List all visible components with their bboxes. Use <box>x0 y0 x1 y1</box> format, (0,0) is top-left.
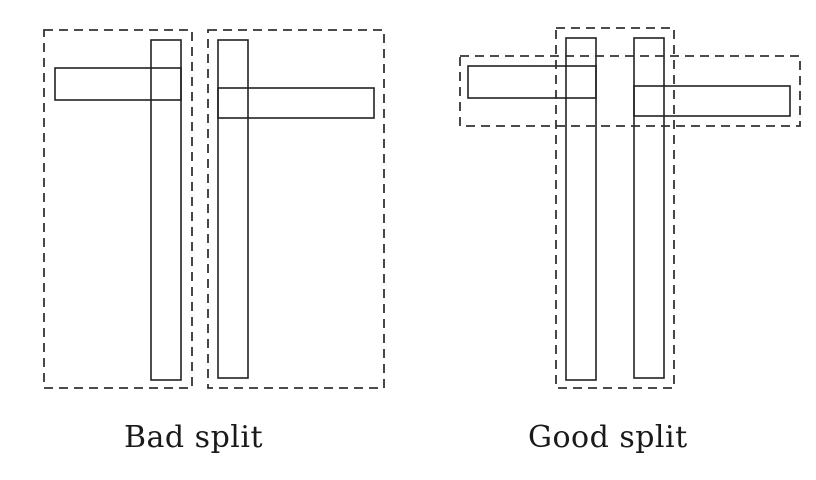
bad-group2-bounding-box <box>207 29 385 389</box>
good-left-vertical-bar <box>565 37 597 381</box>
good-split-caption: Good split <box>528 420 688 455</box>
good-right-vertical-bar <box>633 37 665 379</box>
bad-group1-horizontal-bar <box>54 67 182 101</box>
bad-group1-bounding-box <box>43 29 193 389</box>
good-left-horizontal-bar <box>467 65 597 99</box>
bad-group2-vertical-bar <box>217 39 249 379</box>
bad-split-caption: Bad split <box>124 420 264 455</box>
bad-group1-vertical-bar <box>150 39 182 381</box>
bad-group2-horizontal-bar <box>217 87 375 119</box>
good-split-panel <box>459 27 801 389</box>
good-horizontal-bounding-box <box>459 55 801 127</box>
good-right-horizontal-bar <box>633 85 791 117</box>
bad-split-panel <box>43 29 385 389</box>
